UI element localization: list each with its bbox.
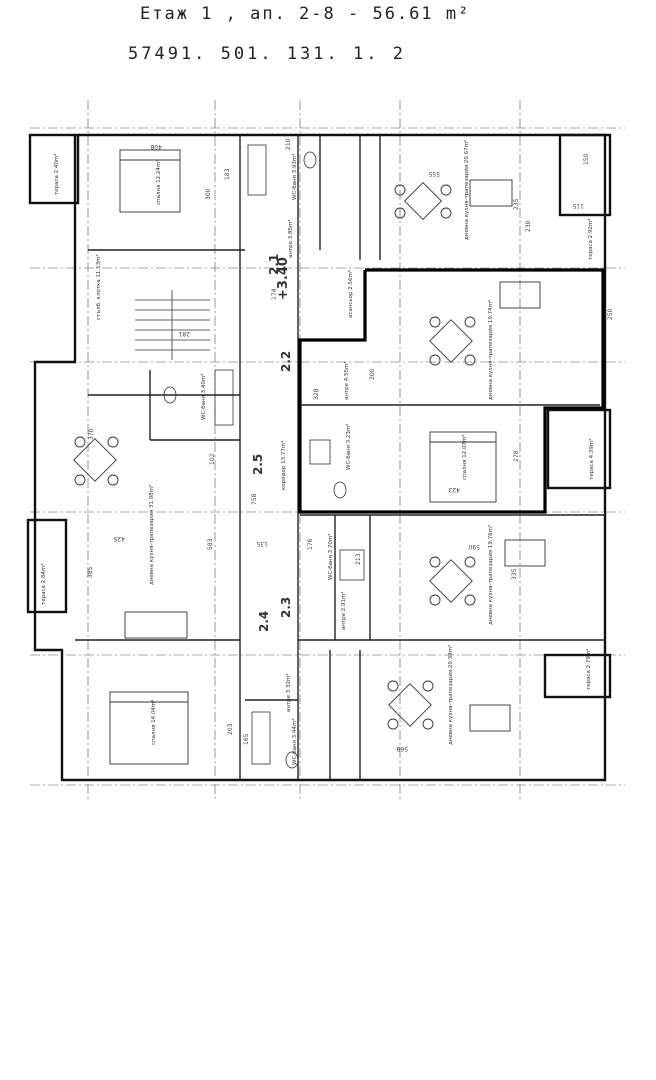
sofas (124, 179, 546, 732)
room-label: WC-баня 3.93m² (291, 154, 298, 201)
room-label: WC-баня 3.23m² (345, 424, 352, 471)
dimension-label: 203 (227, 723, 234, 735)
dimension-label: 425 (113, 535, 125, 542)
room-label: тераса 2.92m² (587, 219, 594, 260)
cadastral-id: 57491. 501. 131. 1. 2 (128, 44, 406, 64)
room-label: спалня 12.07m² (461, 435, 468, 480)
axis-grid (30, 100, 625, 800)
room-label: антре 3.85m² (287, 219, 294, 258)
room-label: тераса 2.40m² (53, 154, 60, 195)
dimension-label: 230 (525, 220, 532, 232)
axis-mark-22: 2.2 (279, 351, 293, 372)
room-label: WC-баня 3.70m² (327, 534, 334, 581)
outer-walls (26, 133, 612, 782)
dimension-label: 408 (150, 143, 162, 150)
dimension-label: 278 (513, 450, 520, 462)
stair-treads (135, 290, 210, 360)
dimension-label: 555 (428, 170, 440, 177)
dimension-label: 423 (448, 486, 460, 493)
dimension-label: 385 (87, 566, 94, 578)
dimension-label: 150 (583, 153, 590, 165)
room-label: антре 2.91m² (340, 591, 347, 630)
room-label: антре 3.32m² (285, 673, 292, 712)
dimension-label: 568 (396, 745, 408, 752)
room-label: дневна кухня-трапезария 19.74m² (487, 300, 494, 400)
bed-top (119, 149, 181, 213)
dimension-label: 165 (243, 733, 250, 745)
room-label: асансьор 2.56m² (347, 270, 354, 318)
dimension-label: 758 (251, 493, 258, 505)
axis-mark-25: 2.5 (251, 454, 265, 475)
dining-set-bot (387, 680, 434, 730)
dimension-label: 590 (468, 543, 480, 550)
room-label: WC-баня 3.40m² (200, 374, 207, 421)
room-label: WC-баня 3.44m² (291, 719, 298, 766)
room-label: дневна кухня-трапезария 20.67m² (463, 140, 470, 240)
dimension-label: 335 (511, 568, 518, 580)
dimension-label: 115 (572, 202, 584, 209)
room-label: дневна кухня-трапезария 19.76m² (487, 525, 494, 625)
room-label: тераса 2.79m² (585, 649, 592, 690)
axis-mark-21: 2.1 (267, 254, 281, 275)
sheet-title: Етаж 1 , ап. 2-8 - 56.61 m² (140, 4, 471, 24)
dimension-label: 250 (607, 308, 614, 320)
dining-set-left (73, 436, 119, 486)
room-label: спалня 14.04m² (150, 700, 157, 745)
bathroom-fixtures (163, 144, 365, 769)
dimension-label: 210 (285, 138, 292, 150)
dimension-label: 183 (224, 168, 231, 180)
dining-set-top (394, 181, 452, 221)
dimension-label: 102 (209, 453, 216, 465)
dimension-label: 583 (207, 538, 214, 550)
dimension-label: 213 (355, 553, 362, 565)
dimension-label: 281 (178, 330, 190, 337)
dimension-label: 135 (256, 540, 268, 547)
dimension-label: 200 (369, 368, 376, 380)
apartment-boundary (298, 268, 605, 514)
room-label: коридор 13.77m² (280, 441, 287, 490)
room-label: тераса 4.39m² (588, 439, 595, 480)
dining-set-mid (429, 556, 476, 606)
room-label: дневна кухня-трапезария 31.98m² (148, 485, 155, 585)
dimension-label: 300 (205, 188, 212, 200)
dimension-label: 370 (88, 428, 95, 440)
room-label: дневна кухня-трапезария 20.39m² (447, 645, 454, 745)
dimension-label: 174 (271, 288, 278, 300)
room-label: антре 4.55m² (343, 361, 350, 400)
room-label: спалня 12.24m² (155, 160, 162, 205)
dining-set-apt (429, 316, 476, 366)
dimension-label: 235 (513, 198, 520, 210)
room-label: тераса 2.84m² (40, 564, 47, 605)
room-label: стълб. клетка 11.13m² (95, 254, 102, 320)
inner-walls (75, 135, 605, 780)
dimension-label: 328 (313, 388, 320, 400)
bed-bot (109, 691, 189, 765)
dimension-label: 176 (307, 538, 314, 550)
axis-mark-24: 2.4 (257, 611, 271, 632)
axis-mark-23: 2.3 (279, 597, 293, 618)
floor-level-mark: +3.40 (276, 257, 291, 300)
bed-apt (429, 431, 497, 503)
